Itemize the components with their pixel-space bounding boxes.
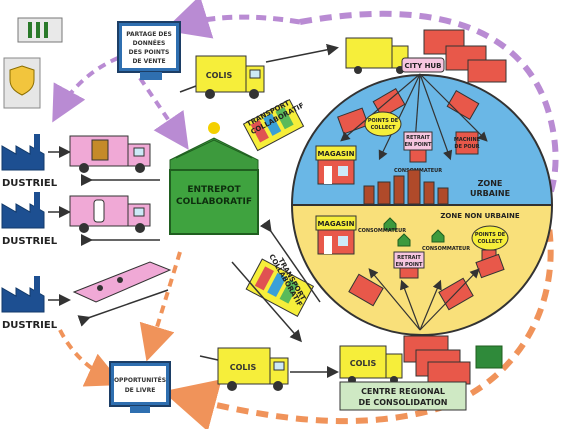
- points-collect-top-line2: COLLECT: [371, 125, 396, 131]
- points-collect-top: [364, 111, 402, 137]
- monitor-bottom-line1: OPPORTUNITÉS: [114, 376, 166, 384]
- arrow-colis-bottom-in: [199, 355, 219, 361]
- machine-pour: [455, 131, 479, 155]
- consommateur-mid: CONSOMMATEUR: [358, 228, 406, 234]
- magasin-top-label: MAGASIN: [317, 150, 354, 158]
- consommateur-right: CONSOMMATEUR: [422, 246, 470, 252]
- colis-truck-top: [195, 55, 265, 99]
- magasin-top: [315, 145, 357, 185]
- retrait-top-line2: EN POINT: [405, 142, 432, 148]
- zone-urbaine-line2: URBAINE: [470, 189, 510, 198]
- magasin-bottom: [315, 215, 357, 255]
- shield-document-icon: [3, 57, 41, 109]
- retrait-top: [403, 131, 433, 163]
- city-hub-label: CITY HUB: [405, 62, 442, 70]
- industrial-label-1: DUSTRIEL: [2, 178, 58, 189]
- monitor-top: [117, 21, 181, 80]
- zone-circle: [290, 74, 554, 336]
- monitor-top-line1: PARTAGE DES: [126, 31, 172, 38]
- arrow-colis-top-out: [265, 43, 339, 63]
- lower-zone-arrows: [368, 268, 480, 331]
- arrow-warehouse-down: [231, 261, 302, 343]
- points-collect-top-line1: POINTS DE: [368, 118, 399, 124]
- transport-truck-bottom: [245, 258, 315, 318]
- city-hub-truck: [345, 37, 409, 74]
- magasin-bottom-label: MAGASIN: [317, 220, 354, 228]
- purple-dashed-arrow-right: [299, 10, 559, 202]
- arrow-colis-top-in: [179, 85, 197, 93]
- monitor-top-line4: DE VENTE: [132, 58, 165, 65]
- orange-dashed-arrow-left: [58, 329, 123, 387]
- factory-icon-1: [1, 134, 45, 171]
- city-buildings: [363, 169, 449, 205]
- entrepot-label-line2: COLLABORATIF: [176, 197, 252, 207]
- colis-truck-bottom-center: [339, 345, 403, 384]
- red-trucks-top: [423, 29, 507, 83]
- purple-dashed-arrow-top: [163, 0, 301, 39]
- machine-pour-line2: DE POUR: [454, 144, 479, 150]
- retrait-bottom-line1: RETRAIT: [397, 255, 421, 261]
- points-collect-bottom-line1: POINTS DE: [475, 232, 506, 238]
- arrow-return-3: [77, 289, 169, 327]
- monitor-bottom: [109, 361, 171, 413]
- retrait-top-line1: RETRAIT: [406, 135, 430, 141]
- zone-urbaine-line1: ZONE: [478, 179, 503, 188]
- entrepot-warehouse: [169, 137, 259, 235]
- centre-regional-line1: CENTRE REGIONAL: [361, 387, 445, 396]
- house-icons: [383, 217, 445, 247]
- top-left-folder-icon: [17, 17, 63, 43]
- colis-truck-bottom-center-label: COLIS: [350, 359, 377, 368]
- retrait-bottom: [393, 251, 425, 279]
- colis-truck-bottom-left-label: COLIS: [230, 363, 257, 372]
- pink-truck-1: [69, 135, 151, 173]
- colis-truck-top-label: COLIS: [206, 71, 233, 80]
- factory-icon-2: [1, 192, 45, 229]
- zone-non-urbaine-label: ZONE NON URBAINE: [440, 212, 519, 220]
- purple-dashed-arrow-left: [52, 56, 119, 123]
- monitor-top-line3: DES POINTS: [129, 49, 170, 56]
- points-collect-bottom-line2: COLLECT: [478, 239, 503, 245]
- pink-train: [72, 261, 172, 303]
- purple-dashed-arrow-diagonal: [138, 76, 189, 150]
- transport-truck-top: [242, 98, 305, 152]
- factory-icon-3: [1, 276, 45, 313]
- industrial-label-2: DUSTRIEL: [2, 236, 58, 247]
- entrepot-label-line1: ENTREPOT: [187, 185, 241, 195]
- monitor-bottom-line2: DE LIVRE: [125, 387, 156, 394]
- sun-icon: [208, 122, 220, 134]
- arrow-warehouse-up: [259, 219, 321, 303]
- pink-truck-2: [69, 195, 151, 233]
- green-box-icon: [475, 345, 503, 369]
- centre-regional-line2: DE CONSOLIDATION: [358, 398, 447, 407]
- machine-pour-line1: MACHINE: [454, 137, 481, 143]
- red-trucks-consolidation: [403, 335, 471, 385]
- monitor-top-line2: DONNÉES: [133, 39, 166, 47]
- centre-regional-box: [339, 381, 467, 411]
- city-hub-badge: [401, 57, 445, 73]
- industrial-label-3: DUSTRIEL: [2, 320, 58, 331]
- retrait-bottom-line2: EN POINT: [396, 262, 423, 268]
- colis-truck-bottom-left: [217, 347, 289, 391]
- orange-dashed-arrow-diagonal: [139, 251, 182, 362]
